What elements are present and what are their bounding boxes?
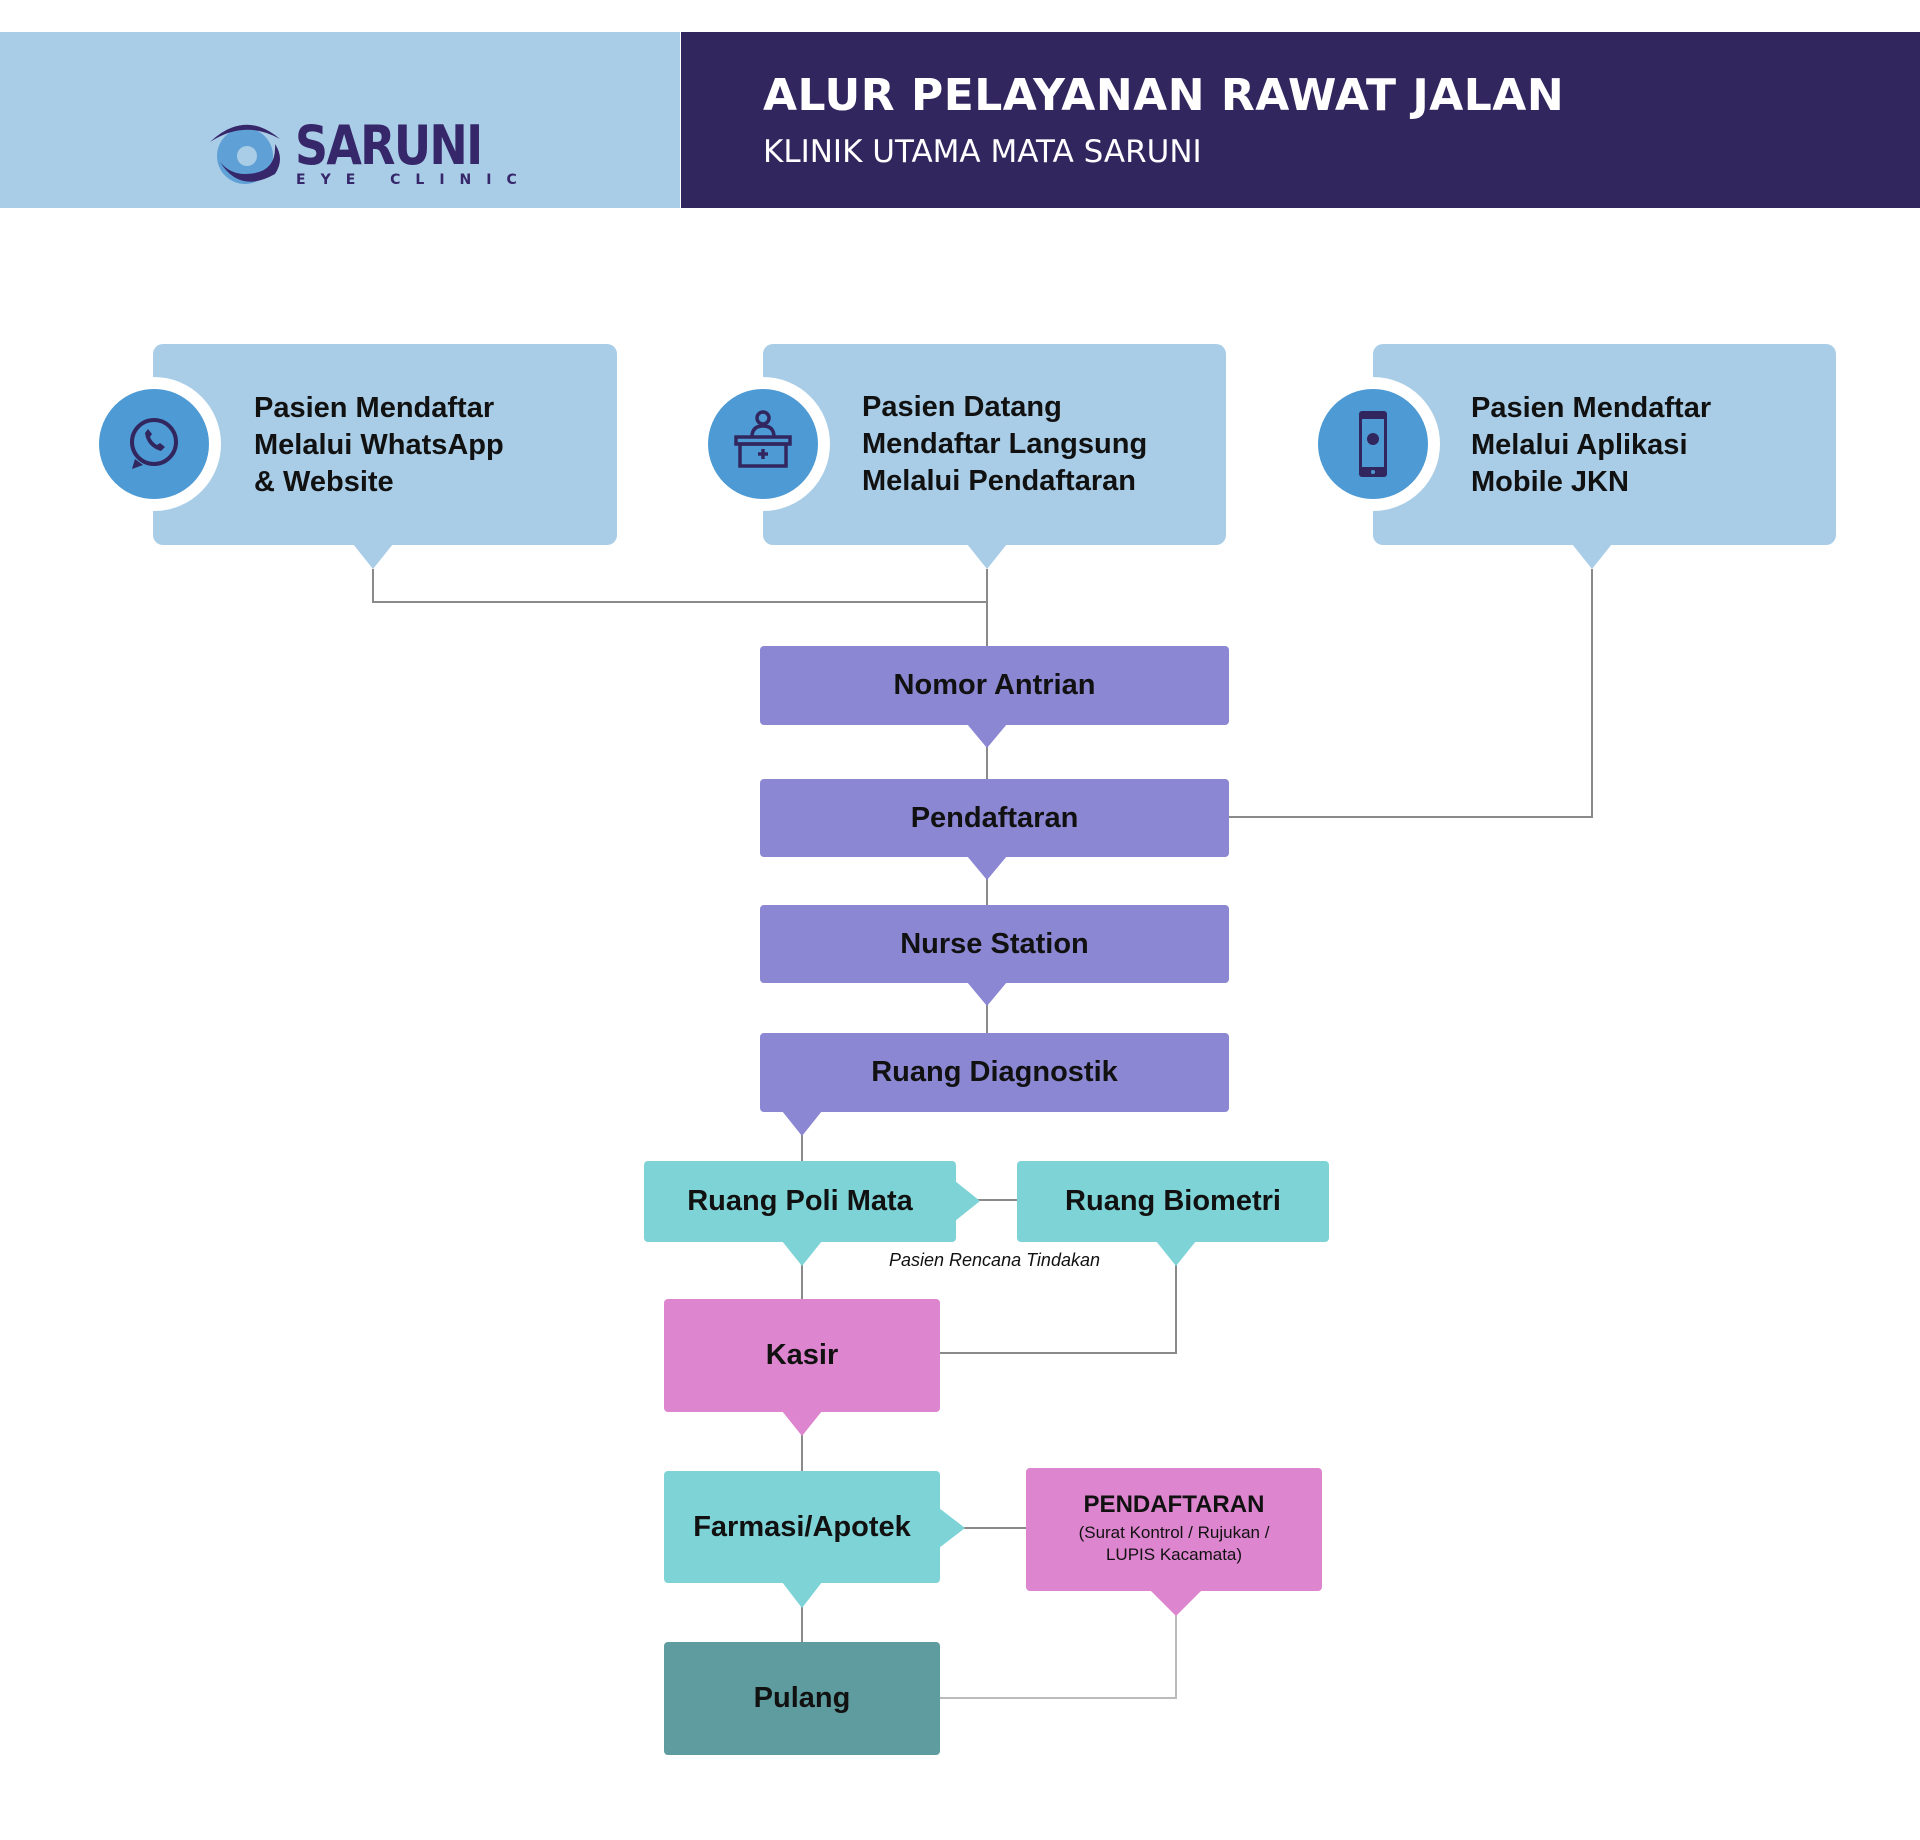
logo-name: SARUNI bbox=[295, 114, 483, 177]
step-ruang-diagnostik: Ruang Diagnostik bbox=[760, 1033, 1229, 1112]
pendaftaran-kontrol-detail: LUPIS Kacamata) bbox=[1105, 1544, 1243, 1564]
card-line: & Website bbox=[254, 466, 394, 498]
pendaftaran-kontrol-detail: (Surat Kontrol / Rujukan / bbox=[1078, 1522, 1270, 1542]
step-nurse-station: Nurse Station bbox=[760, 905, 1229, 983]
rencana-tindakan-note: Pasien Rencana Tindakan bbox=[889, 1250, 1100, 1270]
mobile-phone-icon bbox=[1306, 377, 1440, 511]
pointers bbox=[353, 544, 1612, 1616]
step-kasir: Kasir bbox=[664, 1299, 940, 1412]
step-pulang: Pulang bbox=[664, 1642, 940, 1755]
header-logo-panel: SARUNI EYE CLINIC bbox=[0, 32, 680, 208]
whatsapp-icon bbox=[87, 377, 221, 511]
entry-card-walkin bbox=[763, 344, 1226, 545]
header-title-panel: ALUR PELAYANAN RAWAT JALAN KLINIK UTAMA … bbox=[681, 32, 1920, 208]
step-pendaftaran-kontrol: PENDAFTARAN (Surat Kontrol / Rujukan / L… bbox=[1026, 1468, 1322, 1591]
step-ruang-biometri: Ruang Biometri bbox=[1017, 1161, 1329, 1242]
step-farmasi-apotek: Farmasi/Apotek bbox=[664, 1471, 940, 1583]
step-ruang-poli-mata: Ruang Poli Mata bbox=[644, 1161, 956, 1242]
card-line: Mendaftar Langsung bbox=[862, 428, 1148, 460]
reception-desk-icon bbox=[696, 377, 830, 511]
card-line: Pasien Mendaftar bbox=[1471, 392, 1712, 424]
card-line: Melalui Pendaftaran bbox=[862, 465, 1136, 497]
saruni-eye-logo-icon bbox=[210, 124, 280, 184]
entry-card-whatsapp bbox=[153, 344, 617, 545]
step-nomor-antrian: Nomor Antrian bbox=[760, 646, 1229, 725]
card-line: Pasien Datang bbox=[862, 391, 1062, 423]
entry-card-jkn-text: Pasien Mendaftar Melalui Aplikasi Mobile… bbox=[1471, 390, 1711, 501]
connector-jkn bbox=[1229, 569, 1593, 818]
card-line: Melalui Aplikasi bbox=[1471, 429, 1688, 461]
pendaftaran-kontrol-title: PENDAFTARAN bbox=[1083, 1490, 1265, 1518]
card-line: Pasien Mendaftar bbox=[254, 392, 495, 424]
page-title: ALUR PELAYANAN RAWAT JALAN bbox=[763, 70, 1565, 121]
entry-card-walkin-text: Pasien Datang Mendaftar Langsung Melalui… bbox=[862, 389, 1147, 500]
entry-card-whatsapp-text: Pasien Mendaftar Melalui WhatsApp & Webs… bbox=[254, 390, 504, 501]
logo-tagline: EYE CLINIC bbox=[296, 172, 532, 188]
card-line: Mobile JKN bbox=[1471, 466, 1629, 498]
entry-card-jkn bbox=[1373, 344, 1836, 545]
page-subtitle: KLINIK UTAMA MATA SARUNI bbox=[763, 134, 1202, 170]
step-pendaftaran: Pendaftaran bbox=[760, 779, 1229, 857]
card-line: Melalui WhatsApp bbox=[254, 429, 504, 461]
connector-whatsapp bbox=[372, 569, 987, 603]
